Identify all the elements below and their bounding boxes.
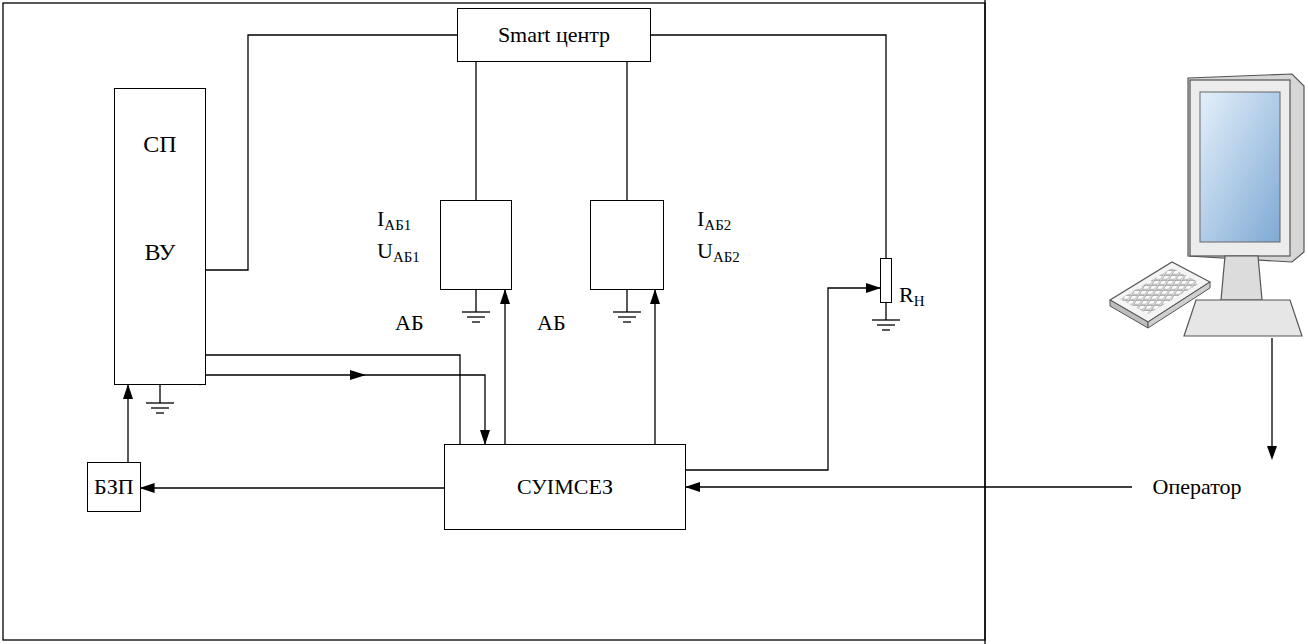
node-text: UАБ2: [697, 239, 740, 265]
connector: [654, 290, 655, 444]
connector: [686, 486, 1132, 487]
node-text: БЗП: [94, 475, 134, 499]
node-text: АБ: [395, 311, 424, 335]
node-text: RН: [899, 283, 925, 309]
connector: [651, 35, 886, 258]
connector: [686, 288, 880, 470]
ground-symbol: [146, 385, 174, 413]
node-text: СП: [115, 131, 205, 157]
node-text: ВУ: [115, 239, 205, 265]
ground-symbol: [462, 290, 490, 322]
connector: [206, 375, 485, 444]
resistor-symbol: RН: [880, 258, 892, 303]
node-text: IАБ1: [377, 207, 411, 233]
frame: [3, 0, 985, 644]
node-text: IАБ2: [697, 207, 731, 233]
control-center-box: Smart центр: [457, 8, 651, 62]
battery-box: IАБ1UАБ1АБ: [440, 200, 512, 290]
ground-symbol: [613, 290, 641, 322]
converter-box: СП ВУ: [114, 88, 206, 385]
ground-symbol: [872, 303, 900, 330]
node-text: Оператор: [1153, 475, 1242, 499]
control-system-box: СУІМСЕЗ: [444, 444, 686, 530]
node-text: Smart центр: [498, 23, 610, 47]
operator-link: [1267, 338, 1277, 460]
connector: [626, 62, 627, 200]
node-text: UАБ1: [377, 239, 420, 265]
battery-box: IАБ2UАБ2АБ: [590, 200, 664, 290]
connector: [127, 385, 128, 462]
connector: [141, 487, 444, 488]
connector: [475, 62, 476, 200]
operator-label: Оператор: [1132, 472, 1262, 502]
connector: [504, 290, 505, 444]
node-text: АБ: [537, 311, 566, 335]
connector: [206, 35, 457, 270]
charger-box: БЗП: [87, 462, 141, 512]
flow-arrowhead: [350, 370, 366, 380]
computer-icon: [1110, 74, 1304, 336]
connector: [200, 355, 460, 444]
node-text: СУІМСЕЗ: [517, 475, 613, 499]
